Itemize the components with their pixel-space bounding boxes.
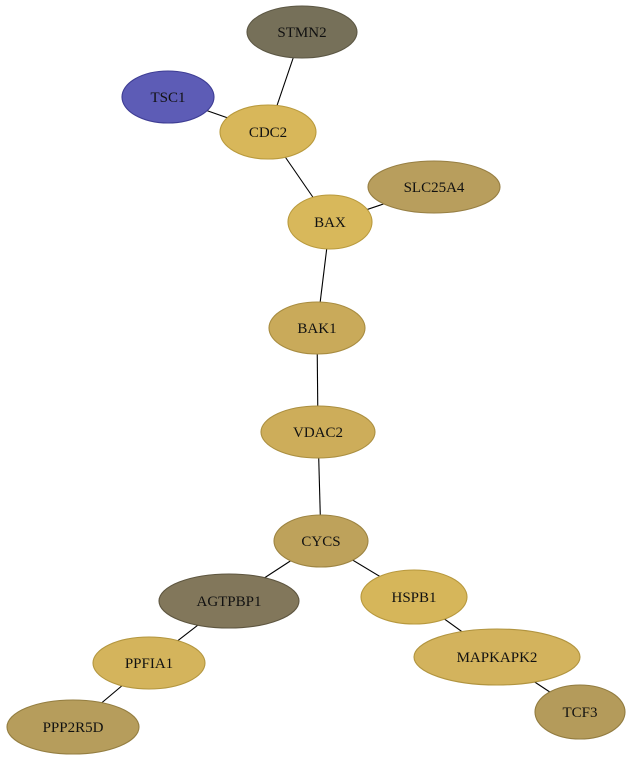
node-ppp2r5d[interactable]: PPP2R5D [6,699,140,755]
node-cdc2[interactable]: CDC2 [219,104,317,160]
node-slc25a4[interactable]: SLC25A4 [367,160,501,214]
node-label: STMN2 [277,25,326,41]
node-ellipse [6,699,140,755]
node-label: HSPB1 [391,590,436,606]
node-label: CYCS [301,534,340,550]
node-bak1[interactable]: BAK1 [268,301,366,355]
node-label: PPFIA1 [125,656,173,672]
node-ellipse [273,514,369,568]
node-tsc1[interactable]: TSC1 [121,70,215,124]
node-tcf3[interactable]: TCF3 [534,684,626,740]
node-label: AGTPBP1 [196,594,261,610]
node-bax[interactable]: BAX [287,194,373,250]
node-vdac2[interactable]: VDAC2 [260,405,376,459]
node-ppfia1[interactable]: PPFIA1 [92,636,206,690]
node-label: MAPKAPK2 [457,650,538,666]
node-ellipse [367,160,501,214]
node-label: BAX [314,215,346,231]
node-hspb1[interactable]: HSPB1 [360,569,468,625]
node-ellipse [260,405,376,459]
node-ellipse [360,569,468,625]
edge-layer [72,31,581,728]
node-label: TSC1 [150,90,185,106]
node-ellipse [413,628,581,686]
node-ellipse [121,70,215,124]
node-label: SLC25A4 [404,180,465,196]
node-label: CDC2 [249,125,287,141]
node-label: VDAC2 [293,425,343,441]
node-ellipse [219,104,317,160]
node-ellipse [158,573,300,629]
node-ellipse [246,5,358,59]
node-label: PPP2R5D [43,720,104,736]
node-ellipse [268,301,366,355]
node-label: BAK1 [297,321,336,337]
node-ellipse [287,194,373,250]
node-stmn2[interactable]: STMN2 [246,5,358,59]
node-label: TCF3 [562,705,597,721]
node-cycs[interactable]: CYCS [273,514,369,568]
node-mapkapk2[interactable]: MAPKAPK2 [413,628,581,686]
node-ellipse [534,684,626,740]
node-agtpbp1[interactable]: AGTPBP1 [158,573,300,629]
node-ellipse [92,636,206,690]
